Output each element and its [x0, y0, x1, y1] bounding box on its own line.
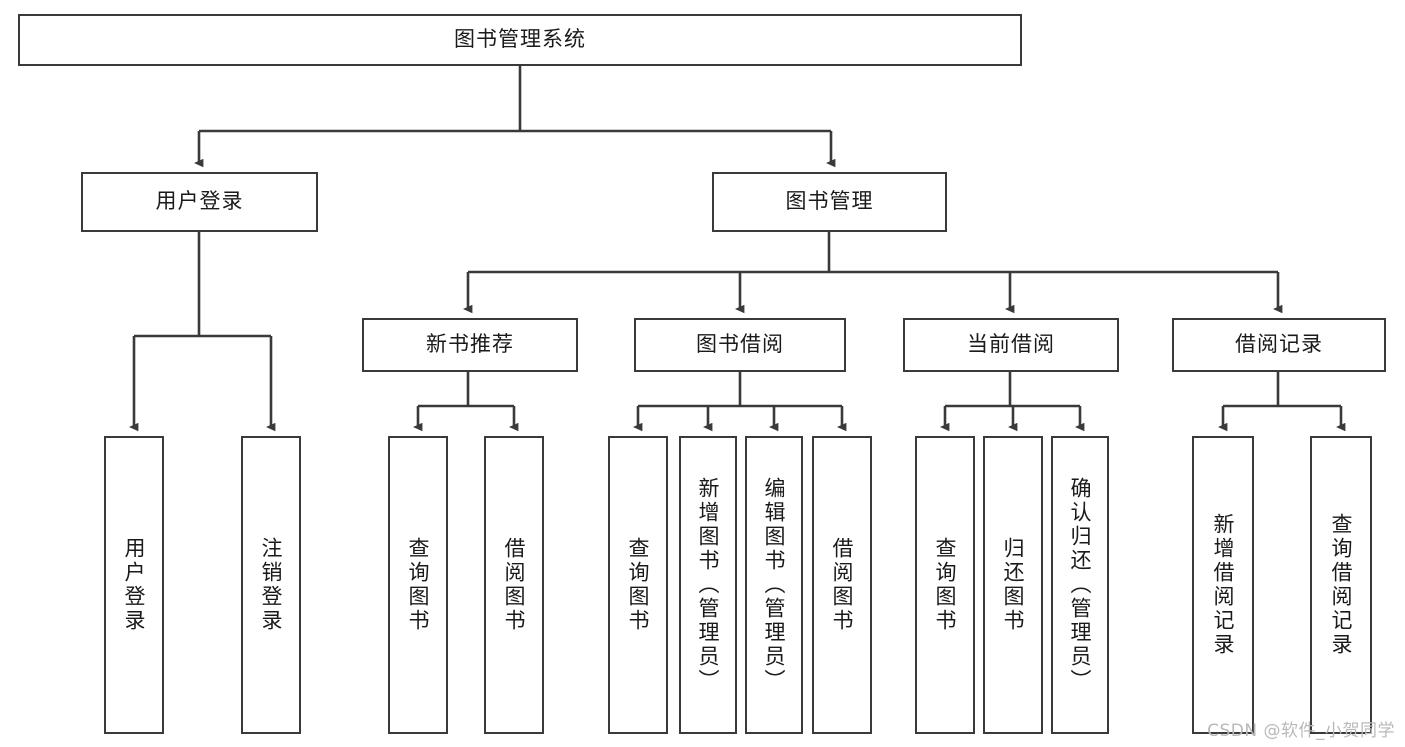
- node-book-management-label: 图书管理: [785, 189, 874, 214]
- leaf-query-book-recommend-label: 查询图书: [406, 537, 430, 633]
- leaf-add-borrow-record[interactable]: 新增借阅记录: [1192, 436, 1254, 734]
- leaf-return-book-label: 归还图书: [1001, 537, 1025, 633]
- leaf-confirm-return[interactable]: 确认归还（管理员）: [1051, 436, 1109, 734]
- leaf-confirm-return-label: 确认归还（管理员）: [1068, 477, 1092, 693]
- node-borrow-record-label: 借阅记录: [1235, 332, 1323, 357]
- leaf-query-book-borrow[interactable]: 查询图书: [608, 436, 668, 734]
- leaf-borrow-book[interactable]: 借阅图书: [812, 436, 872, 734]
- node-current-borrow-label: 当前借阅: [967, 332, 1055, 357]
- node-user-login[interactable]: 用户登录: [81, 172, 318, 232]
- node-book-borrow-label: 图书借阅: [696, 332, 784, 357]
- node-new-book-recommend[interactable]: 新书推荐: [362, 318, 578, 372]
- leaf-borrow-book-recommend[interactable]: 借阅图书: [484, 436, 544, 734]
- node-new-book-recommend-label: 新书推荐: [426, 332, 514, 357]
- node-root[interactable]: 图书管理系统: [18, 14, 1022, 66]
- node-borrow-record[interactable]: 借阅记录: [1172, 318, 1386, 372]
- leaf-add-book-label: 新增图书（管理员）: [696, 477, 720, 693]
- leaf-add-book[interactable]: 新增图书（管理员）: [679, 436, 737, 734]
- leaf-query-book-recommend[interactable]: 查询图书: [388, 436, 448, 734]
- leaf-user-logout[interactable]: 注销登录: [241, 436, 301, 734]
- leaf-user-login-label: 用户登录: [122, 537, 146, 633]
- leaf-query-book-current[interactable]: 查询图书: [915, 436, 975, 734]
- node-user-login-label: 用户登录: [155, 189, 244, 214]
- leaf-edit-book[interactable]: 编辑图书（管理员）: [745, 436, 803, 734]
- leaf-borrow-book-recommend-label: 借阅图书: [502, 537, 526, 633]
- node-book-management[interactable]: 图书管理: [712, 172, 947, 232]
- node-current-borrow[interactable]: 当前借阅: [903, 318, 1119, 372]
- leaf-query-book-borrow-label: 查询图书: [626, 537, 650, 633]
- leaf-edit-book-label: 编辑图书（管理员）: [762, 477, 786, 693]
- leaf-query-borrow-record-label: 查询借阅记录: [1329, 513, 1353, 657]
- leaf-add-borrow-record-label: 新增借阅记录: [1211, 513, 1235, 657]
- node-book-borrow[interactable]: 图书借阅: [634, 318, 846, 372]
- leaf-user-login[interactable]: 用户登录: [104, 436, 164, 734]
- leaf-borrow-book-label: 借阅图书: [830, 537, 854, 633]
- node-root-label: 图书管理系统: [454, 27, 586, 52]
- leaf-query-book-current-label: 查询图书: [933, 537, 957, 633]
- leaf-user-logout-label: 注销登录: [259, 537, 283, 633]
- leaf-return-book[interactable]: 归还图书: [983, 436, 1043, 734]
- leaf-query-borrow-record[interactable]: 查询借阅记录: [1310, 436, 1372, 734]
